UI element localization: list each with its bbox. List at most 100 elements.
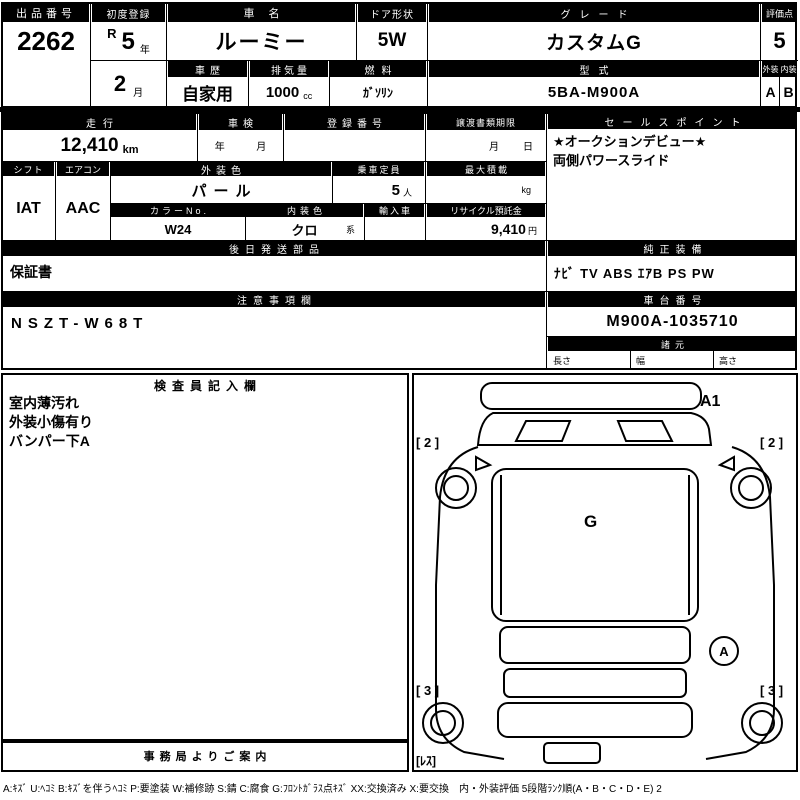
grid-line — [245, 203, 246, 240]
transfer-day-unit: 日 — [523, 142, 533, 153]
recycle-deposit-label: リサイクル預託金 — [427, 203, 545, 217]
grade-value: カスタムG — [546, 32, 642, 54]
sales-point-line2: 両側パワースライド — [553, 153, 670, 168]
transfer-month-unit: 月 — [489, 142, 499, 153]
rear-left-wheel — [422, 702, 464, 744]
right-mirror — [717, 455, 735, 472]
mileage-unit: km — [122, 144, 139, 156]
later-parts-value: 保証書 — [10, 264, 52, 280]
car-name-label: 車名 — [168, 4, 355, 22]
car-name-value: ルーミー — [215, 31, 308, 54]
capacity-number: 5 — [391, 181, 400, 199]
shaken-month-unit: 月 — [256, 142, 267, 153]
hood-outline — [476, 412, 713, 446]
damage-mark-circle — [709, 636, 739, 666]
int-color-label: 内装色 — [246, 203, 363, 217]
first-reg-label: 初度登録 — [92, 4, 165, 22]
grid-line — [779, 60, 780, 108]
rear-right-wheel — [741, 702, 783, 744]
inspector-note-line: バンパー下A — [9, 433, 90, 449]
later-parts-label: 後日発送部品 — [3, 241, 545, 256]
max-load-value: kg — [427, 177, 545, 203]
grid-line — [364, 203, 365, 240]
displacement-label: 排気量 — [250, 61, 328, 77]
license-plate-outline — [543, 742, 601, 764]
tire-depth-rear-left: [ 3 ] — [416, 683, 439, 698]
grid-line — [760, 2, 761, 108]
inspector-panel-border — [1, 373, 409, 741]
exterior-grade-value: A — [765, 84, 776, 100]
int-color-suffix: 系 — [345, 225, 355, 235]
exterior-grade-label: 外装 — [762, 61, 779, 77]
auction-no-value: 2262 — [17, 25, 75, 56]
spare-tire-mark: [ﾚｽ] — [416, 754, 436, 768]
left-side-panel-outline — [435, 446, 505, 760]
notes-value: NSZT-W68T — [11, 315, 149, 332]
tire-depth-rear-right: [ 3 ] — [760, 683, 783, 698]
inspector-panel-title: 検査員記入欄 — [153, 378, 262, 393]
grid-line — [248, 60, 249, 108]
grid-line — [283, 112, 284, 161]
recycle-unit: 円 — [527, 226, 537, 236]
capacity-label: 乗車定員 — [333, 162, 424, 176]
fuel-label: 燃料 — [330, 61, 426, 77]
front-right-wheel-inner — [738, 475, 764, 501]
inspector-notes: 室内薄汚れ 外装小傷有り バンパー下A — [9, 394, 401, 451]
grid-line — [90, 2, 91, 108]
door-shape-value: 5W — [377, 30, 407, 51]
grid-line — [110, 161, 111, 240]
aircon-value: AAC — [65, 199, 101, 217]
grid-line — [55, 161, 56, 240]
office-panel-title: 事務局よりご案内 — [143, 751, 272, 763]
grid-line — [546, 336, 797, 337]
shift-value: IAT — [16, 199, 41, 217]
chassis-no-value: M900A-1035710 — [606, 313, 739, 330]
model-code-label: 型式 — [429, 61, 759, 77]
door-shape-label: ドア形状 — [358, 4, 426, 22]
displacement-unit: cc — [303, 91, 313, 101]
grid-line — [332, 161, 333, 203]
history-label: 車歴 — [168, 61, 247, 77]
front-right-wheel — [730, 467, 772, 509]
grid-line — [356, 2, 357, 60]
grid-line — [713, 351, 714, 370]
interior-grade-value: B — [783, 84, 794, 100]
rear-bumper-outline — [497, 702, 693, 738]
car-diagram-panel-border — [412, 373, 798, 772]
first-reg-month-value: 2 月 — [92, 61, 165, 107]
ext-color-value: パール — [191, 182, 258, 200]
grid-line — [546, 112, 547, 370]
transfer-deadline-label: 譲渡書類期限 — [427, 114, 545, 130]
reg-no-label: 登録番号 — [285, 114, 424, 130]
front-left-wheel-inner — [443, 475, 469, 501]
shaken-year-unit: 年 — [214, 142, 225, 153]
max-load-label: 最大積載 — [427, 162, 545, 176]
month-unit: 月 — [133, 88, 144, 99]
grid-line — [197, 112, 198, 161]
chassis-no-label: 車台番号 — [548, 292, 797, 307]
front-left-wheel — [435, 467, 477, 509]
transfer-deadline-value: 月 日 — [427, 131, 545, 160]
aircon-label: エアコン — [57, 162, 109, 176]
year-unit: 年 — [139, 45, 150, 56]
grid-line — [425, 112, 426, 240]
grid-line — [1, 161, 546, 162]
mileage-label: 走行 — [3, 114, 196, 130]
legend-text: A:ｷｽﾞ U:ﾍｺﾐ B:ｷｽﾞを伴うﾍｺﾐ P:要塗装 W:補修跡 S:錆 … — [3, 784, 662, 795]
history-value: 自家用 — [182, 84, 233, 104]
inspector-note-line: 室内薄汚れ — [9, 395, 79, 411]
rear-left-wheel-inner — [430, 710, 456, 736]
max-load-unit: kg — [521, 185, 531, 195]
mileage-number: 12,410 — [60, 134, 119, 156]
capacity-unit: 人 — [402, 188, 412, 198]
spec-height-label: 高さ — [719, 356, 738, 366]
grid-line — [166, 2, 167, 108]
first-reg-year-value: R 5 年 — [92, 23, 165, 60]
score-label: 評価点 — [762, 4, 797, 22]
fuel-value: ｶﾞｿﾘﾝ — [362, 85, 393, 100]
section-separator — [0, 107, 800, 112]
reg-year: 5 — [121, 27, 135, 55]
shaken-value: 年 月 — [199, 131, 282, 160]
sales-point-content: ★オークションデビュー★ 両側パワースライド — [553, 132, 795, 170]
grid-line — [110, 203, 546, 204]
